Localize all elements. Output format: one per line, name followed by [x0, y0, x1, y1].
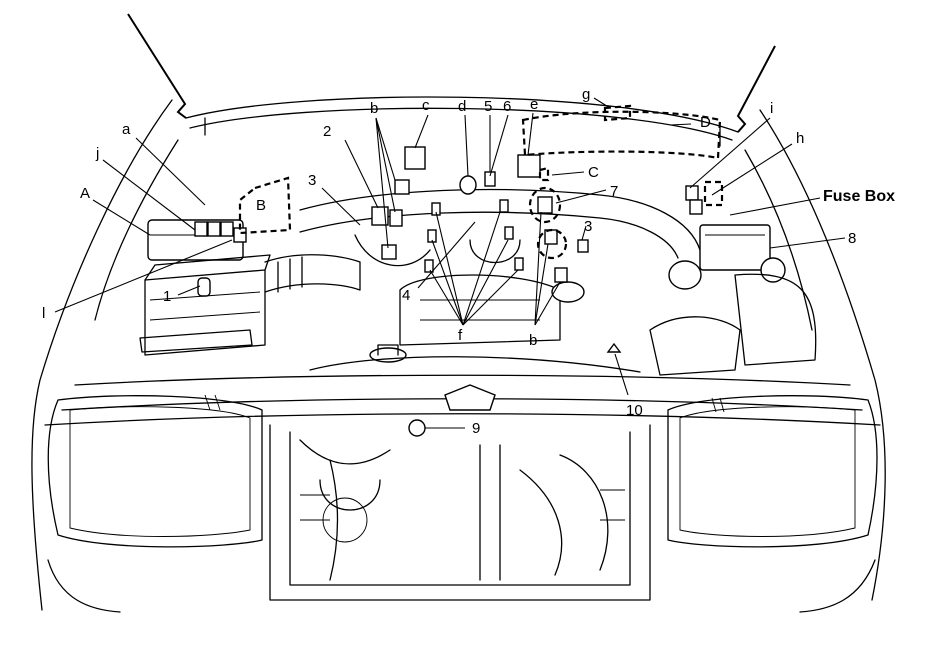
- connectors: [197, 146, 703, 437]
- headlight-left: [47, 394, 263, 548]
- label-7: 7: [610, 183, 618, 200]
- intake-pipe: [299, 188, 701, 267]
- label-3-left: 3: [308, 172, 316, 189]
- label-9: 9: [472, 420, 480, 437]
- bumper: [47, 559, 876, 613]
- label-6: 6: [503, 98, 511, 115]
- intake-hose: [264, 254, 361, 293]
- hood-outline: [127, 13, 776, 147]
- label-b-top: b: [370, 100, 378, 117]
- label-h: h: [796, 130, 804, 147]
- label-l: l: [42, 305, 45, 322]
- label-c: c: [422, 97, 430, 114]
- label-1: 1: [163, 288, 171, 305]
- engine-block: [399, 260, 702, 346]
- relay-box-left: [147, 219, 247, 261]
- label-fuse-box: Fuse Box: [823, 188, 895, 205]
- radiator-lower: [319, 469, 563, 576]
- label-e: e: [530, 96, 538, 113]
- label-d: d: [458, 98, 466, 115]
- front-panel: [44, 374, 881, 601]
- label-D: D: [700, 114, 711, 131]
- label-A: A: [80, 185, 90, 202]
- radiator-cap: [309, 344, 641, 373]
- injectors: [424, 199, 524, 273]
- label-10: 10: [626, 402, 643, 419]
- label-a: a: [122, 121, 131, 138]
- leader-lines: [54, 97, 846, 429]
- dashed-regions: [238, 104, 724, 260]
- label-j: j: [95, 145, 99, 162]
- washer-tank: [649, 273, 817, 376]
- label-4: 4: [402, 287, 410, 304]
- label-3-right: 3: [584, 218, 592, 235]
- label-C: C: [588, 164, 599, 181]
- label-B: B: [256, 197, 266, 214]
- label-f: f: [458, 327, 463, 344]
- labels: a j A l 1 B 2 3 b c d 5 6 e g D i h C 7 …: [42, 86, 895, 437]
- label-8: 8: [848, 230, 856, 247]
- label-5: 5: [484, 98, 492, 115]
- label-i: i: [770, 100, 773, 117]
- air-cleaner-box: [139, 254, 271, 356]
- brake-reservoir: [699, 224, 786, 283]
- label-b-bottom: b: [529, 332, 537, 349]
- headlight-right: [667, 395, 878, 548]
- label-g: g: [582, 86, 590, 103]
- fender-outline: [31, 99, 886, 611]
- label-2: 2: [323, 123, 331, 140]
